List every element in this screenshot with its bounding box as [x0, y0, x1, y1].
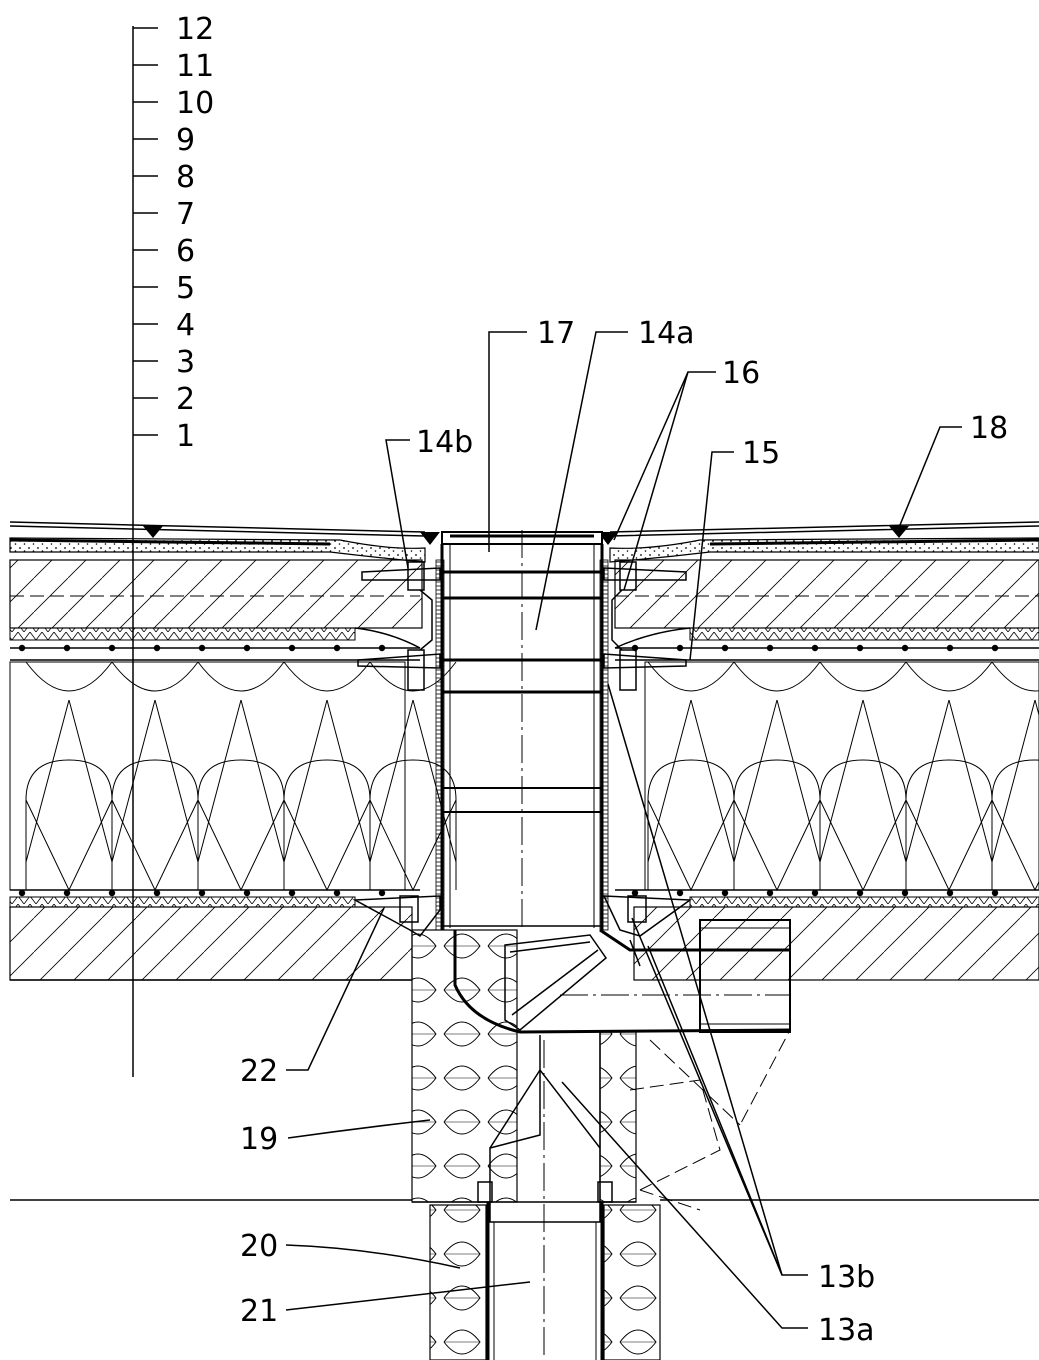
- insulation-loop: [647, 661, 735, 892]
- membrane-dot: [856, 889, 864, 897]
- upper-screed-layer: [9, 559, 1039, 629]
- membrane-dot: [63, 889, 71, 897]
- membrane-dot: [676, 889, 684, 897]
- membrane-dot: [153, 889, 161, 897]
- membrane-dot: [108, 889, 116, 897]
- membrane-dot: [676, 644, 684, 652]
- insulation-loop: [283, 661, 371, 892]
- callout-22: 22: [240, 1054, 278, 1089]
- membrane-dot: [856, 644, 864, 652]
- membrane-dot: [63, 644, 71, 652]
- callout-20: 20: [240, 1229, 278, 1264]
- membrane-dot: [333, 644, 341, 652]
- scale-label: 5: [176, 271, 195, 306]
- membrane-dot: [198, 644, 206, 652]
- membrane-dot: [811, 889, 819, 897]
- membrane-dot: [378, 644, 386, 652]
- callout-labels: 17 14a 16 14b 15 18 22 19 20 21 13b 13a: [240, 316, 1008, 1348]
- membrane-dot: [288, 889, 296, 897]
- membrane-dot: [108, 644, 116, 652]
- membrane-dot: [946, 644, 954, 652]
- insulation-loop: [197, 661, 285, 892]
- membrane-dot: [18, 644, 26, 652]
- callout-14b: 14b: [416, 425, 473, 460]
- insulation-loop: [991, 661, 1039, 892]
- scale-label: 2: [176, 382, 195, 417]
- insulation-loop: [733, 661, 821, 892]
- membrane-dot: [631, 889, 639, 897]
- membrane-dot: [198, 889, 206, 897]
- callout-13a: 13a: [818, 1313, 875, 1348]
- membrane-dot: [333, 889, 341, 897]
- membrane-dot: [766, 644, 774, 652]
- membrane-dot: [243, 889, 251, 897]
- membrane-dot: [991, 889, 999, 897]
- callout-19: 19: [240, 1122, 278, 1157]
- insulation-loop: [819, 661, 907, 892]
- membrane-dot: [378, 889, 386, 897]
- insulation-loop: [905, 661, 993, 892]
- callout-16: 16: [722, 356, 760, 391]
- membrane-dot: [153, 644, 161, 652]
- thermal-insulation-layer: [9, 661, 1039, 892]
- scale-label: 8: [176, 160, 195, 195]
- membrane-dot: [721, 889, 729, 897]
- membrane-dot: [18, 889, 26, 897]
- membrane-dot: [811, 644, 819, 652]
- callout-13b: 13b: [818, 1260, 875, 1295]
- callout-leaders: [285, 331, 962, 1329]
- drain-body: [352, 530, 693, 937]
- insulation-loop: [111, 661, 199, 892]
- scale-label: 11: [176, 49, 214, 84]
- scale-label: 1: [176, 419, 195, 454]
- lower-deck-layers: [9, 889, 1039, 981]
- callout-21: 21: [240, 1294, 278, 1329]
- scale-label: 12: [176, 12, 214, 47]
- callout-14a: 14a: [638, 316, 695, 351]
- callout-18: 18: [970, 411, 1008, 446]
- scale-label: 7: [176, 197, 195, 232]
- scale-label: 6: [176, 234, 195, 269]
- scale-label: 3: [176, 345, 195, 380]
- callout-15: 15: [742, 436, 780, 471]
- membrane-dot: [946, 889, 954, 897]
- membrane-dot: [766, 889, 774, 897]
- vertical-pipe-section: [10, 929, 1039, 1360]
- insulation-loop: [25, 661, 113, 892]
- membrane-layers-upper: [9, 627, 1039, 661]
- scale-label: 10: [176, 86, 214, 121]
- scale-label: 4: [176, 308, 195, 343]
- membrane-dot: [721, 644, 729, 652]
- membrane-dot: [901, 644, 909, 652]
- callout-17: 17: [537, 316, 575, 351]
- scale-label: 9: [176, 123, 195, 158]
- membrane-dot: [243, 644, 251, 652]
- membrane-dot: [991, 644, 999, 652]
- membrane-dot: [901, 889, 909, 897]
- membrane-dot: [288, 644, 296, 652]
